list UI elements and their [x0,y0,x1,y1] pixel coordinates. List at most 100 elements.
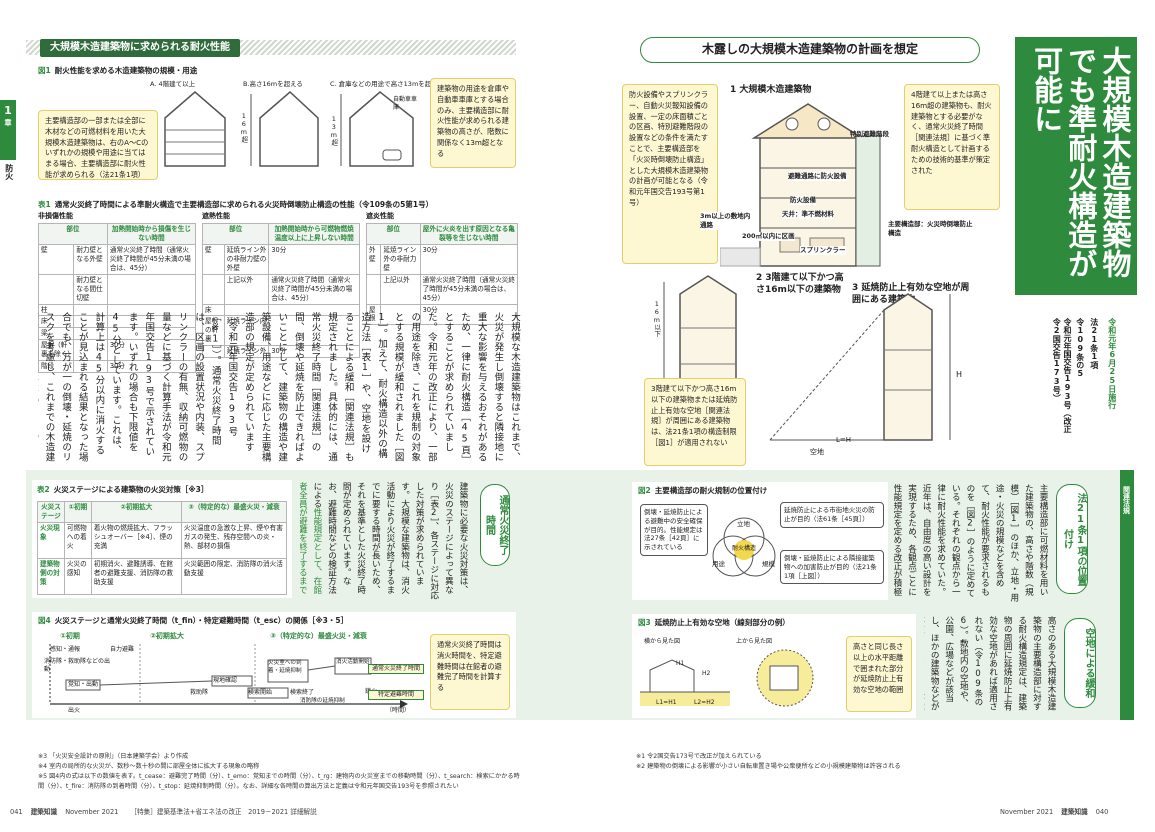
body-paragraph: も下限値を45分としています。こ [110,312,138,452]
fig3-diagram [640,649,814,707]
chapter-name: 防火 [4,164,14,180]
fig1-label: 図1 [38,66,51,75]
fig1-house-c [340,91,414,167]
body-paragraph: 焼を防止できればよいことにして、建築物の構造や建築設備、 [259,312,304,462]
table-row: 上記以外通常火災終了時間（通常火災終了時間が45分未満の場合は、45分） [365,273,519,305]
left-page-month: November 2021 [65,808,119,816]
left-page-number: 041 [10,808,23,816]
section-title: 大規模木造建築物に求められる耐火性能 [40,39,240,57]
tag-stair: 特別避難階段 [850,130,889,138]
fig4-item-6: 救助隊 [190,689,209,696]
illust-note-right: 4階建て以上または高さ16m超の建築物も、耐火建築物とする必要がなく、通常火災終… [904,84,1000,210]
fig2-left: 用途 [712,560,725,568]
fig4-x-end: （時間） [386,707,411,714]
table-cell [268,303,360,317]
fig2-top: 立地 [737,520,750,528]
table2-caption-text: 火災ステージによる建築物の火災対策［※3］ [53,485,209,494]
fig2-box3: 倒壊・延焼防止による隣接建築物への加害防止が目的（法21条1項［上図］） [780,550,884,585]
right-page-month: November 2021 [1000,808,1054,816]
fig2-label: 図2 [638,486,651,495]
fig3-caption-text: 延焼防止上有効な空地（線刻部分の例） [654,618,790,627]
body-text: 大規模な木造建築物はこれまで、火災が発生し倒壊すると隣接地に重大な影響を与えるお… [38,312,522,462]
table2-cell: 着火物の燃焼拡大、フラッシュオーバー［※4］、煙の充満 [90,521,182,559]
main-title: 大規模木造建築物でも準耐火構造が可能に [1029,46,1132,278]
fig3-top-label: 上から見た図 [736,638,773,645]
fig1-car-label: 自動車車庫 [393,96,418,112]
right-page-mag: 建築知識 [1061,808,1088,816]
table-cell: 通常火災終了時間（通常火災終了時間が45分未満の場合は、45分） [106,244,197,275]
law-ref-3: 令和元年国交告193号（改正令2国交告173号） [1052,318,1072,433]
fig1-label-c: C. 倉庫などの用途で高さ13mを超える [330,80,445,88]
table-cell [106,303,197,317]
table-row: 壁耐力壁となる外壁通常火災終了時間（通常火災終了時間が45分未満の場合は、45分… [37,244,197,275]
fig1-note-left: 主要構造部の一部または全部に木材などの可燃材料を用いた大規模木造建築物は、右のA… [38,110,158,180]
building-illustration [720,103,881,267]
table2-cell: 火災の感知 [63,557,92,595]
body-paragraph: ［45頁］とすることが求められていました。令和元年の改正によ [425,312,471,461]
tag-fire-door: 避難通路に防火設備 [788,172,847,181]
table-row: 上記以外通常火災終了時間（通常火災終了時間が45分未満の場合は、45分） [202,273,360,305]
fig4-item-2: 自力避難 [110,646,135,653]
right-footnotes: ※1 令2国交告173号で改正が加えられている ※2 建築物の倒壊による影響が小… [636,752,1056,772]
fig4-item-9: 火災室への到着・延焼抑制 [268,660,302,674]
fig4-item-3: 消防隊・救助隊などの出動 [44,658,111,674]
table-cell: 床 [37,315,75,329]
fig3-note: 高さと同じ長さ以上の水平距離で囲まれた部分が延焼防止上有効な空地の範囲 [846,636,912,712]
body-paragraph: れは、計算上は45分以内に消火することが見込まれる結果とな [76,312,121,455]
tag-normal-fire-end: 通常火災終了時間 [480,484,510,566]
kanren-tag-strip [1120,470,1134,720]
fig3-l1: L1=H1 [656,699,677,706]
fig1-house-a [164,91,226,167]
tag-ceiling: 天井：準不燃材料 [782,210,834,219]
table2-cell: 建築物側の対策 [37,557,65,595]
table-cell [106,315,197,329]
law-date: 令和元年6月25日施行 [1107,318,1117,409]
body-paragraph: 年国交告193号［※1］）。通常火災終了時間は、区画の設置状況や [193,312,238,446]
table2-head-1: ①初期 [63,501,92,523]
table-cell [106,273,197,305]
table-cell: 30分 [106,339,197,362]
main-title-band [1015,37,1137,295]
chapter-unit: 章 [4,118,12,127]
table1-caption-text: 通常火災終了時間による準耐火構造で主要構造部に求められる火災時倒壊防止構造の性能… [54,200,434,209]
table-cell: 延焼ライン外の非耐力壁 [380,244,421,275]
table-cell: 階段 [37,360,75,373]
footnote: ※1 令2国交告173号で改正が加えられている [636,753,762,760]
fig4-box-esc: 特定避難時間 [368,690,424,701]
table-row: 耐力壁となる間仕切壁 [37,273,197,305]
table-row: 火災現象 可燃物への着火 着火物の燃焼拡大、フラッシュオーバー［※4］、煙の充満… [37,521,288,559]
fire-stage-text-1: 建築物に必要な火災対策は、火災のステージによって異なり［表2］、各ステージに対応… [311,482,468,600]
table1-col3-title: 遮炎性能 [366,212,394,220]
table-cell: 通常火災終了時間（通常火災終了時間が45分未満の場合は、45分） [419,273,519,305]
fig4-stage2: ②初期拡大 [150,632,184,640]
small-building-illustration [663,275,951,441]
fig1-note-right: 建築物の用途を倉庫や自動車車庫とする場合のみ、主要構造部に耐火性能が求められる建… [430,78,516,168]
table1-col2-head-time: 加熱開始時から可燃物燃焼温度以上に上昇しない時間 [268,223,360,246]
body-paragraph: 壊・延焼のリスクを考慮し、こ [43,312,72,462]
footnote: ※4 室内の局所的な火災が、数秒～数十秒の間に部屋全体に拡大する現象の略称 [38,762,260,770]
kanren-text-2: 高さのある大規模木造建築物の主要構造部に対する耐火構造規定は、建築物の周囲に延焼… [924,616,1056,711]
table1-col3: 遮炎性能 部位屋外に火炎を出す原因となる亀裂等を生じない時間 外壁延焼ライン外の… [365,212,519,326]
law-ref-1: 法21条1項 [1089,318,1099,369]
tag-fire-eq: 防火設備 [790,196,816,205]
chapter-tab: 1 章 [0,100,16,160]
body-paragraph: ました［図1］。加えて、耐火構造以外の構造方法［表1］や、 [359,312,404,462]
footnote: ※3 「火災安全設計の原則」（日本建築学会）より作成 [38,753,189,760]
fig4-note: 通常火災終了時間は消火時間を、特定避難時間は在館者の避難完了時間を計算する [430,634,510,710]
table2-head-0: 火災ステージ [37,501,65,523]
law-ref-2: 令109条の5 [1075,318,1085,378]
body-paragraph: 接地に重大な影響を与えるおそれがあるため、一律に耐火構造 [459,312,504,462]
table1-col2: 遮熱性能 部位加熱開始時から可燃物燃焼温度以上に上昇しない時間 壁延焼ライン外の… [201,212,360,359]
table-cell: 上記以外 [223,273,270,305]
table-cell: 床 [202,303,225,317]
body-paragraph: れまでの木造建築物の準耐火構 [43,392,55,462]
illust-l-eq-h: L=H [836,436,852,444]
illust-label-3: 3 延焼防止上有効な空地が周囲にある建築物 [852,283,970,306]
left-page-special: ［特集］建築基準法+省エネ法の改正 2019－2021 詳細解説 [130,808,317,816]
plan-title: 木露しの大規模木造建築物の計画を想定 [640,37,980,63]
fig4-item-8: 検索終了 [290,689,315,696]
body-paragraph: 内装、スプリンクラーの有無、収納可燃物の量などに基づく計 [159,312,205,462]
table1-col1-head-time: 加熱開始時から損傷を生じない時間 [106,223,197,246]
